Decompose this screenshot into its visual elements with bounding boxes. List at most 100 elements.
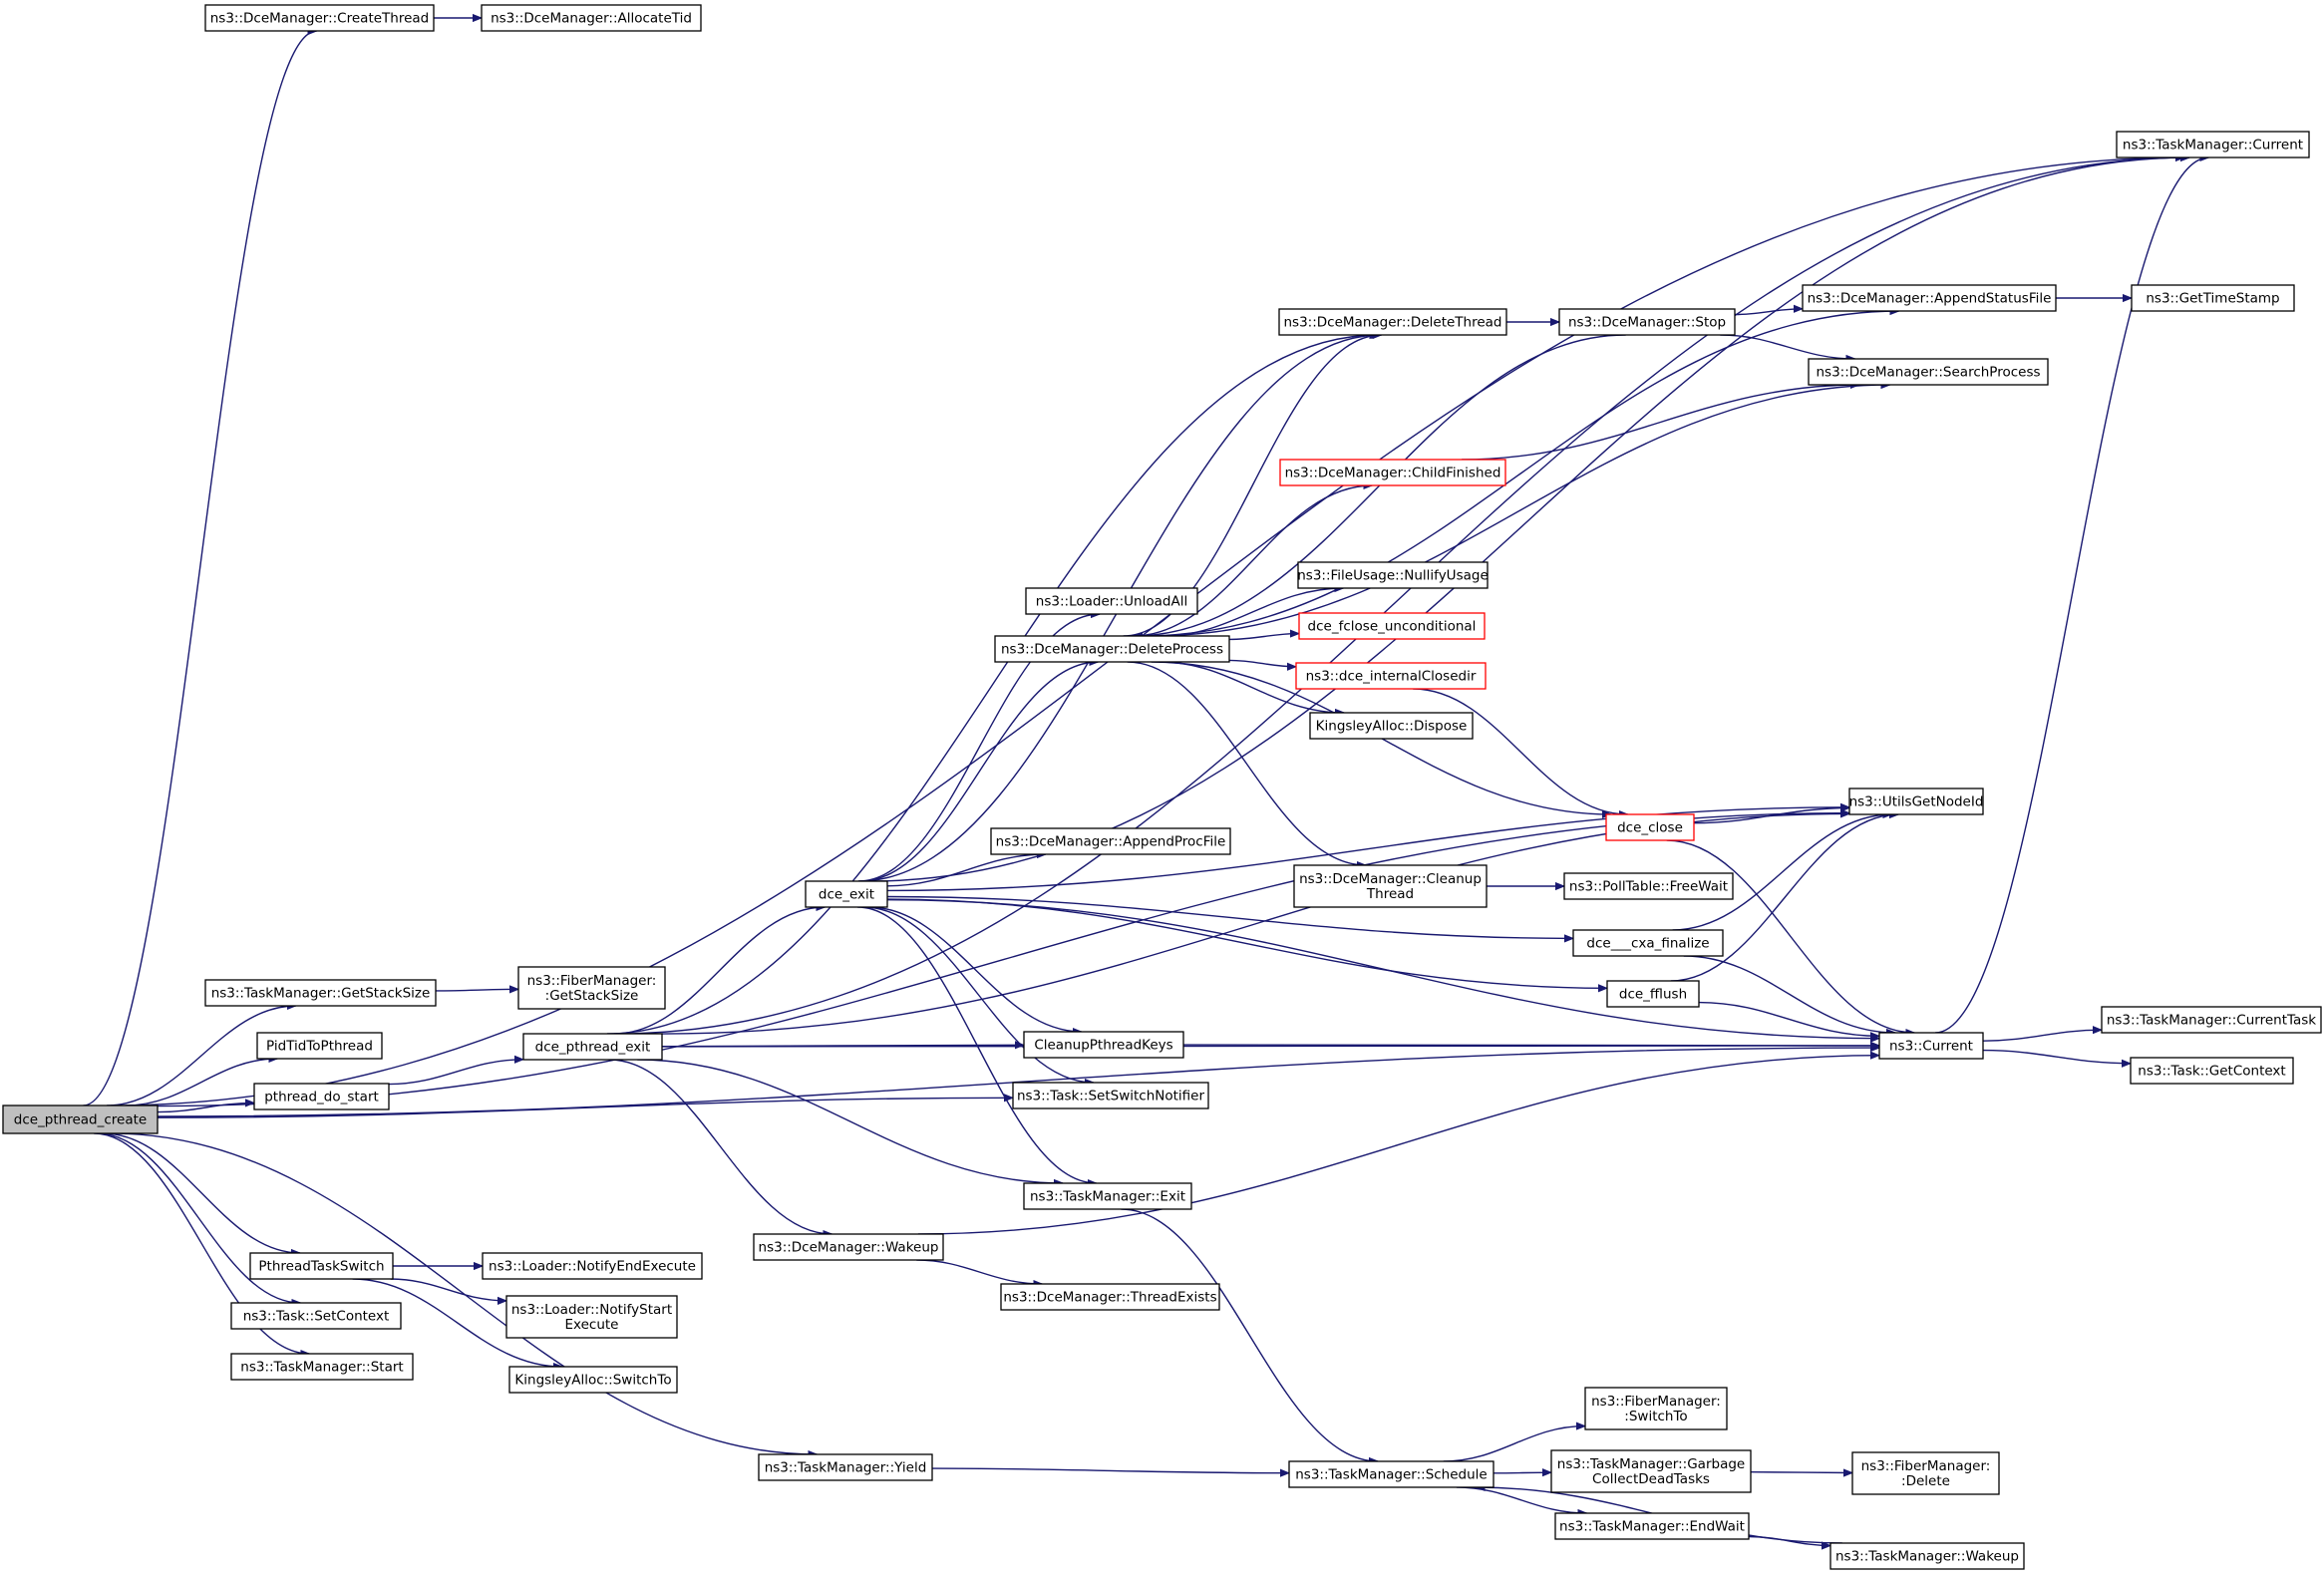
node-kSwitch[interactable]: KingsleyAlloc::SwitchTo — [508, 1366, 678, 1394]
node-stop[interactable]: ns3::DceManager::Stop — [1558, 308, 1736, 336]
edge-dceExit-to-delProc — [860, 662, 1098, 882]
node-freeWait[interactable]: ns3::PollTable::FreeWait — [1563, 872, 1734, 900]
node-tmExit[interactable]: ns3::TaskManager::Exit — [1023, 1182, 1192, 1210]
node-setCtx[interactable]: ns3::Task::SetContext — [230, 1302, 402, 1330]
node-tmStart[interactable]: ns3::TaskManager::Start — [230, 1353, 414, 1381]
node-tmWakeup[interactable]: ns3::TaskManager::Wakeup — [1829, 1542, 2025, 1570]
edge-current-to-getCtx — [1982, 1049, 2131, 1064]
edge-dceExit-to-setSwitch — [863, 906, 1094, 1083]
node-searchProc[interactable]: ns3::DceManager::SearchProcess — [1808, 358, 2049, 386]
node-label: ns3::FiberManager: — [527, 973, 657, 989]
edge-delProc-to-closedir — [1228, 659, 1296, 666]
node-appendStatus[interactable]: ns3::DceManager::AppendStatusFile — [1802, 284, 2057, 312]
node-getTime[interactable]: ns3::GetTimeStamp — [2131, 284, 2295, 312]
node-current[interactable]: ns3::Current — [1878, 1032, 1984, 1060]
node-fcloseU[interactable]: dce_fclose_unconditional — [1298, 612, 1486, 640]
node-box — [1572, 929, 1724, 957]
node-fflush[interactable]: dce_fflush — [1606, 980, 1700, 1008]
node-box — [805, 880, 888, 908]
node-fiberSwitch[interactable]: ns3::FiberManager::SwitchTo — [1584, 1387, 1728, 1430]
node-deleteThread[interactable]: ns3::DceManager::DeleteThread — [1278, 308, 1507, 336]
node-label: ns3::DceManager::Cleanup — [1299, 871, 1482, 887]
node-label: ns3::Loader::NotifyEndExecute — [489, 1259, 696, 1275]
node-box — [1295, 662, 1487, 690]
node-allocTid[interactable]: ns3::DceManager::AllocateTid — [481, 4, 702, 32]
node-cleanupKeys[interactable]: CleanupPthreadKeys — [1023, 1031, 1184, 1059]
node-tmCurrent[interactable]: ns3::TaskManager::Current — [2116, 131, 2310, 158]
node-box — [994, 635, 1230, 663]
node-label: ns3::TaskManager::Current — [2123, 138, 2303, 154]
node-label: ns3::PollTable::FreeWait — [1569, 879, 1728, 895]
node-getCtx[interactable]: ns3::Task::GetContext — [2130, 1057, 2294, 1085]
node-label: ns3::FiberManager: — [1861, 1458, 1991, 1474]
node-schedule[interactable]: ns3::TaskManager::Schedule — [1288, 1460, 1494, 1488]
edge-create-to-ptSwitch — [103, 1132, 301, 1253]
node-box — [1023, 1031, 1184, 1059]
node-cxa[interactable]: dce___cxa_finalize — [1572, 929, 1724, 957]
node-threadExists[interactable]: ns3::DceManager::ThreadExists — [1000, 1283, 1220, 1311]
node-ptSwitch[interactable]: PthreadTaskSwitch — [249, 1252, 394, 1280]
node-box — [1279, 459, 1506, 486]
edge-pexit-to-deleteThread — [606, 335, 1379, 1035]
node-dceExit[interactable]: dce_exit — [805, 880, 888, 908]
node-create[interactable]: dce_pthread_create — [2, 1105, 159, 1134]
edge-create-to-createThread — [83, 31, 317, 1106]
edge-tmExit-to-schedule — [1121, 1208, 1378, 1461]
edge-dceExit-to-cleanupKeys — [868, 906, 1082, 1032]
node-utilsNode[interactable]: ns3::UtilsGetNodeId — [1848, 788, 1984, 815]
node-label: ns3::TaskManager::Wakeup — [1835, 1549, 2019, 1565]
node-setSwitch[interactable]: ns3::Task::SetSwitchNotifier — [1012, 1082, 1209, 1109]
node-unloadAll[interactable]: ns3::Loader::UnloadAll — [1025, 587, 1198, 615]
node-notifyEnd[interactable]: ns3::Loader::NotifyEndExecute — [482, 1252, 703, 1280]
node-box — [2, 1105, 159, 1134]
edge-pexit-to-tmExit — [637, 1059, 1063, 1183]
node-endWait[interactable]: ns3::TaskManager::EndWait — [1554, 1512, 1750, 1540]
node-box — [1606, 980, 1700, 1008]
node-box — [1584, 1387, 1728, 1430]
node-yield[interactable]: ns3::TaskManager::Yield — [758, 1453, 933, 1481]
node-appendProc[interactable]: ns3::DceManager::AppendProcFile — [990, 827, 1231, 855]
edge-closedir-to-dceClose — [1413, 688, 1628, 814]
node-box — [1309, 712, 1474, 740]
node-nullify[interactable]: ns3::FileUsage::NullifyUsage — [1297, 561, 1489, 589]
edge-delProc-to-cleanup — [1127, 661, 1366, 865]
node-doStart[interactable]: pthread_do_start — [253, 1083, 390, 1110]
node-garbage[interactable]: ns3::TaskManager::GarbageCollectDeadTask… — [1550, 1449, 1752, 1493]
node-pexit[interactable]: dce_pthread_exit — [522, 1033, 663, 1061]
edge-dceClose-to-current — [1666, 839, 1915, 1033]
node-box — [1025, 587, 1198, 615]
node-label: ns3::DceManager::Stop — [1568, 315, 1726, 331]
node-label: ns3::TaskManager::Schedule — [1295, 1467, 1487, 1483]
edge-delProc-to-appendStatus — [1142, 311, 1899, 637]
node-createThread[interactable]: ns3::DceManager::CreateThread — [204, 4, 435, 32]
node-label: ns3::UtilsGetNodeId — [1849, 794, 1984, 810]
node-label: ns3::DceManager::CreateThread — [210, 11, 430, 27]
node-curTask[interactable]: ns3::TaskManager::CurrentTask — [2101, 1006, 2322, 1034]
node-label: ns3::GetTimeStamp — [2146, 291, 2279, 307]
node-wakeup[interactable]: ns3::DceManager::Wakeup — [753, 1233, 944, 1261]
node-box — [505, 1295, 678, 1339]
node-childFin[interactable]: ns3::DceManager::ChildFinished — [1279, 459, 1506, 486]
node-fiberStack[interactable]: ns3::FiberManager::GetStackSize — [517, 966, 666, 1010]
node-label: ns3::Current — [1889, 1039, 1973, 1055]
node-label: ns3::TaskManager::Start — [240, 1360, 403, 1376]
edge-stop-to-appendStatus — [1734, 309, 1803, 316]
node-getStack[interactable]: ns3::TaskManager::GetStackSize — [204, 979, 437, 1007]
node-box — [481, 4, 702, 32]
node-box — [1550, 1449, 1752, 1493]
node-box — [753, 1233, 944, 1261]
node-closedir[interactable]: ns3::dce_internalClosedir — [1295, 662, 1487, 690]
edge-stop-to-searchProc — [1720, 334, 1854, 359]
node-label: ns3::DceManager::ChildFinished — [1285, 466, 1501, 481]
node-label: :SwitchTo — [1624, 1409, 1687, 1424]
node-kDispose[interactable]: KingsleyAlloc::Dispose — [1309, 712, 1474, 740]
node-fiberDelete[interactable]: ns3::FiberManager::Delete — [1851, 1451, 2000, 1495]
node-dceClose[interactable]: dce_close — [1605, 813, 1695, 841]
node-label: ns3::DceManager::ThreadExists — [1003, 1290, 1216, 1306]
edge-garbage-to-fiberDelete — [1750, 1472, 1852, 1473]
node-pidTid[interactable]: PidTidToPthread — [256, 1032, 383, 1060]
node-delProc[interactable]: ns3::DceManager::DeleteProcess — [994, 635, 1230, 663]
node-label: ns3::TaskManager::CurrentTask — [2107, 1013, 2316, 1029]
